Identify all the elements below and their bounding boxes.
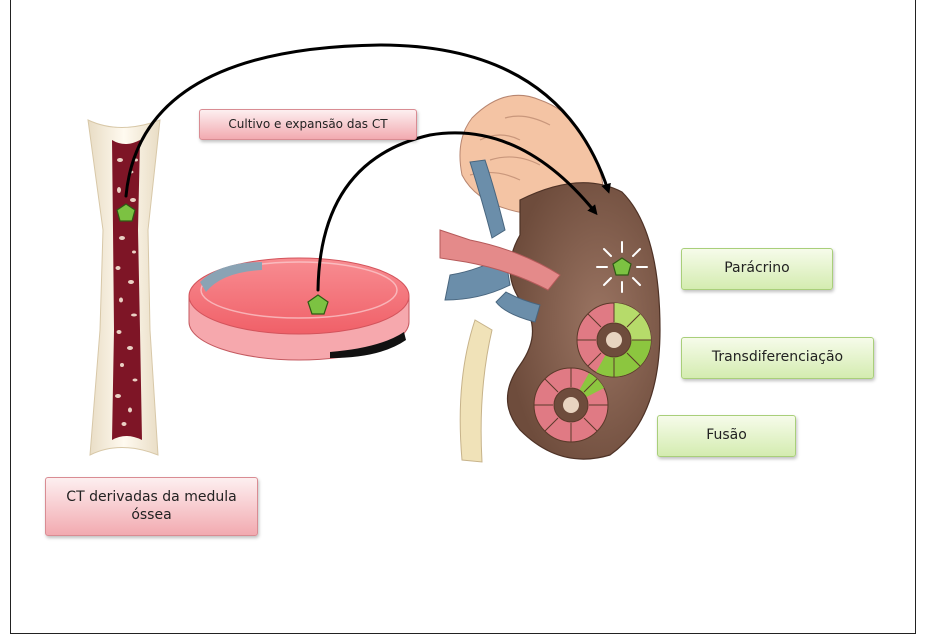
tubule-fusion [534,368,608,442]
petri-dish [189,258,409,360]
bone-marrow [88,120,160,455]
label-cultivo-expansao: Cultivo e expansão das CT [199,109,417,140]
label-ct-derivadas: CT derivadas da medula óssea [45,477,258,536]
paracrine-cell [597,242,647,292]
tubule-transdifferentiation [577,303,651,377]
label-fusao: Fusão [657,415,796,457]
label-paracrino: Parácrino [681,248,833,290]
label-transdiferenciacao: Transdiferenciação [681,337,874,379]
